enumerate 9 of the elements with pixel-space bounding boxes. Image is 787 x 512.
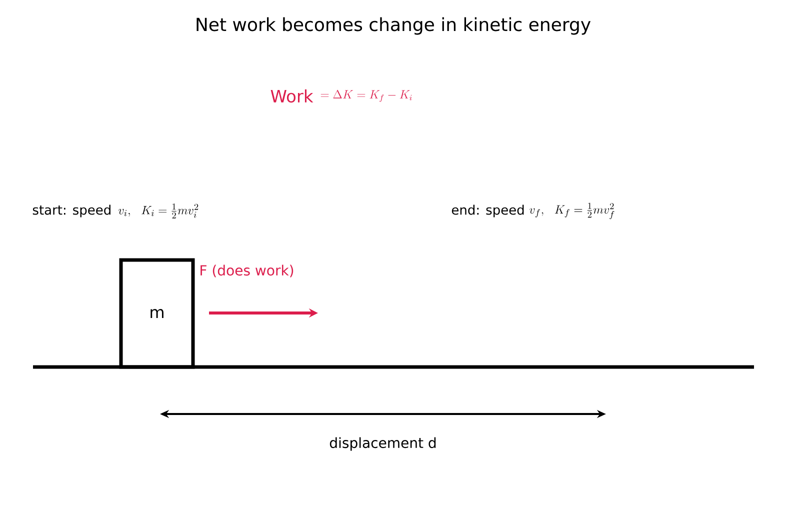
formula: $v_f,\ \ K_f = \tfrac{1}{2}mv_f^2$ (530, 202, 614, 220)
title: Net work becomes change in kinetic energy (196, 17, 591, 35)
end-label: end: speed (452, 204, 524, 218)
dimension-label: displacement d (330, 437, 436, 451)
equation: $=\Delta K = K_f - K_i$ (320, 90, 412, 102)
equation-label: Work (270, 89, 314, 103)
start-label: start: speed (32, 204, 110, 218)
formula: $v_i,\ \ K_i = \tfrac{1}{2}mv_i^2$ (118, 203, 198, 218)
mass-block: m (119, 258, 195, 369)
